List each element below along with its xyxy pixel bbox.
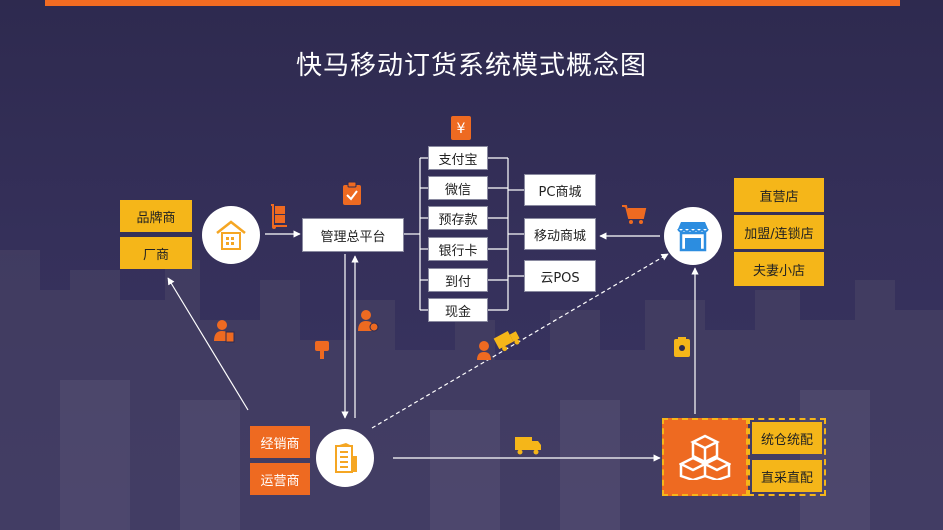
distributor-dealer-box: 经销商 [250,426,310,458]
warehouse-direct-box: 直采直配 [752,460,822,492]
supplier-factory-box: 厂商 [120,237,192,269]
boxes-icon [662,418,748,496]
package-hand-icon [670,336,694,362]
payment-cod-box: 到付 [428,268,488,292]
warehouse-unified-box: 统仓统配 [752,422,822,454]
yen-receipt-icon: ¥ [448,114,474,142]
payment-cash-box: 现金 [428,298,488,322]
store-family-box: 夫妻小店 [734,252,824,286]
delivery-truck-icon [514,434,542,456]
hand-truck-icon [268,203,290,231]
storefront-icon [664,207,722,265]
top-accent-bar [45,0,900,6]
warehouse-options-frame [748,418,826,496]
delivery-person-icon [476,326,522,360]
payment-wechat-box: 微信 [428,176,488,200]
channel-mobile-mall-box: 移动商城 [524,218,596,250]
user-settings-icon [356,308,380,334]
svg-text:¥: ¥ [457,121,466,137]
store-direct-box: 直营店 [734,178,824,212]
clipboard-check-icon [339,180,365,208]
thumbs-down-icon [314,340,330,360]
channel-pc-mall-box: PC商城 [524,174,596,206]
store-franchise-box: 加盟/连锁店 [734,215,824,249]
channel-cloud-pos-box: 云POS [524,260,596,292]
building-icon [202,206,260,264]
page-title: 快马移动订货系统模式概念图 [295,51,647,81]
supplier-brand-box: 品牌商 [120,200,192,232]
distributor-operator-box: 运营商 [250,463,310,495]
payment-deposit-box: 预存款 [428,206,488,230]
user-document-icon [212,318,236,344]
payment-bankcard-box: 银行卡 [428,237,488,261]
payment-alipay-box: 支付宝 [428,146,488,170]
management-platform-box: 管理总平台 [302,218,404,252]
office-building-icon [316,429,374,487]
shopping-cart-icon [620,203,648,227]
